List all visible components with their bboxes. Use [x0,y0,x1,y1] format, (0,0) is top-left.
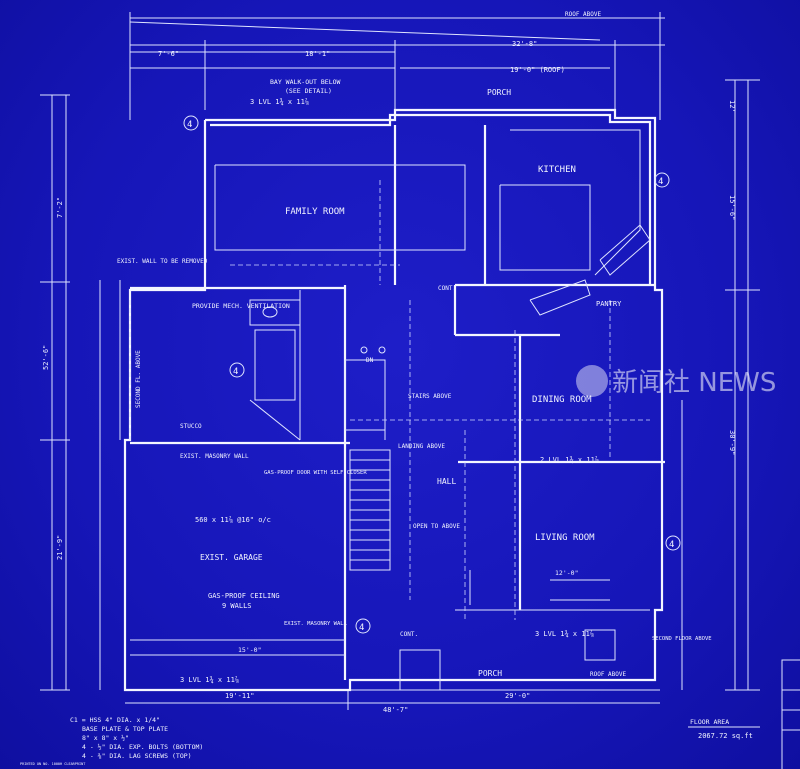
column-note-line-4: 4 - ½" DIA. EXP. BOLTS (BOTTOM) [82,743,203,751]
note-cont-2: CONT. [400,631,418,638]
dim-left-mid: 21'-9" [56,535,64,560]
plan-notes: BAY WALK-OUT BELOW (SEE DETAIL) 3 LVL 1¾… [117,11,712,684]
title-block [781,659,800,769]
column-note-line-1: C1 = HSS 4" DIA. x 1/4" [70,716,160,724]
grid-bubble-label: 4 [187,120,192,130]
note-stucco: STUCCO [180,423,202,430]
hall-label: HALL [437,477,456,486]
note-dn: DN [366,357,374,364]
note-second-above: SECOND FLOOR ABOVE [652,636,712,642]
note-exist-wall: EXIST. WALL TO BE REMOVED [117,258,208,265]
note-bay-walkout: BAY WALK-OUT BELOW [270,78,341,86]
note-cont: CONT. [438,285,456,292]
dim-living-width: 12'-0" [555,569,578,577]
istock-logo-icon [576,365,608,397]
dim-left-top: 7'-2" [56,197,64,218]
note-family-beam: 3 LVL 1¾ x 11⅞ [250,98,309,106]
floor-area-block: FLOOR AREA 2067.72 sq.ft [688,718,760,740]
porch-top-label: PORCH [487,88,511,97]
dim-bottom-overall: 48'-7" [383,706,408,714]
note-roof-above-bottom: ROOF ABOVE [590,671,627,678]
dim-top-left: 7'-6" [158,50,179,58]
note-gas-proof-ceiling: GAS-PROOF CEILING [208,592,280,600]
dimension-labels: 32'-8" 19'-0" (ROOF) 7'-6" 18'-1" 12' 15… [42,40,736,714]
pantry-label: PANTRY [596,300,622,308]
note-open-to-above: OPEN TO ABOVE [413,523,460,530]
note-see-detail: (SEE DETAIL) [285,87,332,95]
interior-details [129,21,651,691]
note-dining-beam: 2 LVL 1¾ x 11⅞ [540,456,599,464]
floor-area-label: FLOOR AREA [690,718,729,726]
grid-bubble-label: 4 [658,177,663,187]
floor-area-value: 2067.72 sq.ft [698,732,753,740]
grid-bubble-label: 4 [669,540,674,550]
note-nine-walls: 9 WALLS [222,602,252,610]
note-landing-above: LANDING ABOVE [398,443,445,450]
dim-right-top: 12' [728,100,736,113]
dim-top-porch: 19'-0" (ROOF) [510,66,565,74]
grid-bubble-label: 4 [359,623,364,633]
column-note-line-2: BASE PLATE & TOP PLATE [82,725,168,733]
column-note-line-3: 8" x 8" x ½" [82,734,129,742]
note-gas-proof-door: GAS-PROOF DOOR WITH SELF CLOSER [264,470,367,476]
living-room-label: LIVING ROOM [535,533,595,543]
note-roof-above-top: ROOF ABOVE [565,11,602,18]
column-notes: C1 = HSS 4" DIA. x 1/4" BASE PLATE & TOP… [20,716,203,766]
note-exist-masonry-wall-2: EXIST. MASONRY WALL [284,621,348,627]
grid-bubbles: 4 4 4 4 4 [183,115,681,634]
dining-room-label: DINING ROOM [532,395,592,405]
porch-bottom-label: PORCH [478,669,502,678]
watermark: 新闻社 NEWS [576,365,776,398]
dim-bottom-left: 19'-11" [225,692,255,700]
grid-bubble-label: 4 [233,367,238,377]
dim-left-overall: 52'-6" [42,345,50,370]
note-provide-vent: PROVIDE MECH. VENTILATION [192,302,290,310]
dim-right-low: 30'-9" [728,430,736,455]
note-stairs-above: STAIRS ABOVE [408,393,452,400]
garage-label: EXIST. GARAGE [200,553,263,562]
dim-top-overall: 32'-8" [512,40,537,48]
note-second-fl-above: SECOND FL. ABOVE [135,350,142,408]
room-labels: FAMILY ROOM KITCHEN DINING ROOM LIVING R… [200,88,622,678]
note-living-beam: 3 LVL 1¾ x 11⅞ [535,630,594,638]
dim-top-mid: 18'-1" [305,50,330,58]
exterior-walls [123,108,665,692]
dim-garage-width: 15'-0" [238,646,261,654]
family-room-label: FAMILY ROOM [285,207,345,217]
printed-on-note: PRINTED ON NO. 1000H CLEARPRINT [20,762,86,766]
column-note-line-5: 4 - ⅜" DIA. LAG SCREWS (TOP) [82,751,192,760]
note-garage-beam: 3 LVL 1¾ x 11⅞ [180,676,239,684]
dim-right-mid: 15'-6" [728,195,736,220]
note-lvl-span: 560 x 11⅞ @16" o/c [195,516,271,524]
dim-bottom-right: 29'-0" [505,692,530,700]
note-exist-masonry-wall: EXIST. MASONRY WALL [180,453,249,460]
kitchen-label: KITCHEN [538,165,576,175]
watermark-text: 新闻社 NEWS [612,368,776,398]
dimension-lines [40,12,760,710]
